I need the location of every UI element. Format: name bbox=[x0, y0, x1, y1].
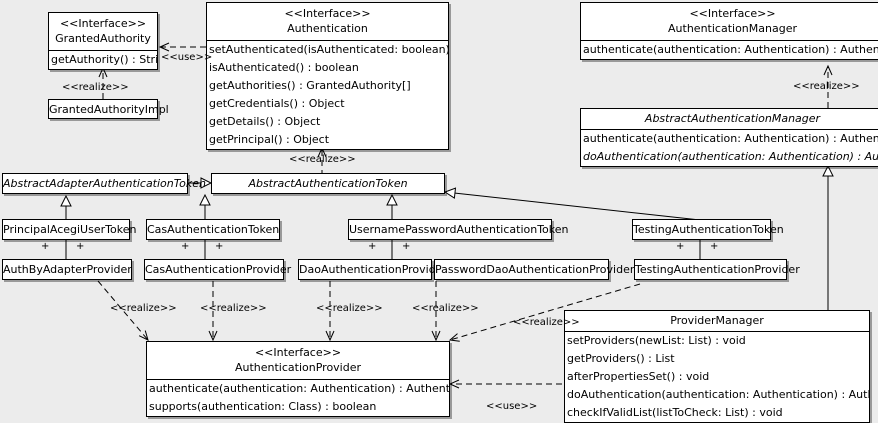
label-realize-abstract-authentication-manager: <<realize>> bbox=[793, 81, 860, 92]
operations-compartment: setAuthenticated(isAuthenticated: boolea… bbox=[207, 40, 448, 149]
multiplicity-marker: + bbox=[215, 241, 224, 252]
class-abstract-adapter-authentication-token[interactable]: AbstractAdapterAuthenticationToken bbox=[2, 173, 206, 194]
class-abstract-authentication-token[interactable]: AbstractAuthenticationToken bbox=[211, 173, 445, 194]
operation-row: setProviders(newList: List) : void bbox=[567, 334, 746, 347]
class-authentication-manager[interactable]: <<Interface>> AuthenticationManager auth… bbox=[580, 2, 878, 60]
stereotype-label: <<Interface>> bbox=[284, 7, 371, 20]
class-name: AuthenticationManager bbox=[668, 22, 797, 35]
operation-row: setAuthenticated(isAuthenticated: boolea… bbox=[209, 43, 448, 56]
multiplicity-marker: + bbox=[368, 241, 377, 252]
operation-row: checkIfValidList(listToCheck: List) : vo… bbox=[567, 406, 783, 419]
class-password-dao-authentication-provider[interactable]: PasswordDaoAuthenticationProvider bbox=[434, 259, 634, 280]
class-granted-authority[interactable]: <<Interface>> GrantedAuthority getAuthor… bbox=[48, 12, 158, 70]
operation-row: authenticate(authentication: Authenticat… bbox=[149, 382, 449, 395]
class-name: AbstractAuthenticationManager bbox=[644, 112, 821, 125]
class-username-password-authentication-token[interactable]: UsernamePasswordAuthenticationToken bbox=[348, 219, 569, 240]
operation-row: authenticate(authentication: Authenticat… bbox=[583, 132, 878, 145]
label-realize-auth-by-adapter-provider: <<realize>> bbox=[110, 303, 177, 314]
label-realize-cas-authentication-provider: <<realize>> bbox=[200, 303, 267, 314]
class-name: GrantedAuthority bbox=[55, 32, 151, 45]
class-cas-authentication-token[interactable]: CasAuthenticationToken bbox=[146, 219, 280, 240]
class-authentication-provider[interactable]: <<Interface>> AuthenticationProvider aut… bbox=[146, 341, 450, 417]
multiplicity-marker: + bbox=[402, 241, 411, 252]
operation-row: supports(authentication: Class) : boolea… bbox=[149, 400, 377, 413]
label-use-authentication-granted-authority: <<use>> bbox=[161, 52, 213, 63]
class-name: Authentication bbox=[287, 22, 368, 35]
operation-row: getAuthority() : String bbox=[51, 53, 157, 66]
label-realize-testing-authentication-provider: <<realize>> bbox=[513, 317, 580, 328]
class-testing-authentication-provider[interactable]: TestingAuthenticationProvider bbox=[634, 259, 800, 280]
operation-row: getDetails() : Object bbox=[209, 115, 321, 128]
operation-row: getPrincipal() : Object bbox=[209, 133, 330, 146]
operations-compartment: getAuthority() : String bbox=[49, 50, 157, 69]
operation-row: doAuthentication(authentication: Authent… bbox=[583, 150, 878, 163]
class-header: ProviderManager bbox=[565, 311, 869, 331]
label-realize-abstract-authentication-token: <<realize>> bbox=[289, 154, 356, 165]
class-header: <<Interface>> AuthenticationProvider bbox=[147, 342, 449, 379]
class-header: <<Interface>> AuthenticationManager bbox=[581, 3, 878, 40]
class-name: ProviderManager bbox=[670, 314, 764, 327]
class-granted-authority-impl[interactable]: GrantedAuthorityImpl bbox=[48, 99, 169, 119]
operation-row: authenticate(authentication: Authenticat… bbox=[583, 43, 878, 56]
class-provider-manager[interactable]: ProviderManager setProviders(newList: Li… bbox=[564, 310, 870, 423]
operation-row: getCredentials() : Object bbox=[209, 97, 345, 110]
class-testing-authentication-token[interactable]: TestingAuthenticationToken bbox=[632, 219, 784, 240]
stereotype-label: <<Interface>> bbox=[689, 7, 776, 20]
class-abstract-authentication-manager[interactable]: AbstractAuthenticationManager authentica… bbox=[580, 108, 878, 167]
label-realize-password-dao-authentication-provider: <<realize>> bbox=[412, 303, 479, 314]
operations-compartment: authenticate(authentication: Authenticat… bbox=[581, 40, 878, 59]
multiplicity-marker: + bbox=[41, 241, 50, 252]
label-realize-granted-authority-impl: <<realize>> bbox=[62, 82, 129, 93]
class-principal-acegi-user-token[interactable]: PrincipalAcegiUserToken bbox=[2, 219, 136, 240]
stereotype-label: <<Interface>> bbox=[254, 346, 342, 359]
class-authentication[interactable]: <<Interface>> Authentication setAuthenti… bbox=[206, 2, 449, 150]
class-header: <<Interface>> Authentication bbox=[207, 3, 448, 40]
label-use-provider-manager: <<use>> bbox=[486, 401, 538, 412]
class-auth-by-adapter-provider[interactable]: AuthByAdapterProvider bbox=[2, 259, 132, 280]
operation-row: getAuthorities() : GrantedAuthority[] bbox=[209, 79, 411, 92]
operations-compartment: authenticate(authentication: Authenticat… bbox=[147, 379, 449, 416]
multiplicity-marker: + bbox=[76, 241, 85, 252]
operation-row: isAuthenticated() : boolean bbox=[209, 61, 359, 74]
multiplicity-marker: + bbox=[676, 241, 685, 252]
operation-row: afterPropertiesSet() : void bbox=[567, 370, 710, 383]
operation-row: doAuthentication(authentication: Authent… bbox=[567, 388, 869, 401]
operation-row: getProviders() : List bbox=[567, 352, 675, 365]
multiplicity-marker: + bbox=[181, 241, 190, 252]
class-cas-authentication-provider[interactable]: CasAuthenticationProvider bbox=[144, 259, 291, 280]
label-realize-dao-authentication-provider: <<realize>> bbox=[316, 303, 383, 314]
stereotype-label: <<Interface>> bbox=[59, 17, 147, 30]
class-header: <<Interface>> GrantedAuthority bbox=[49, 13, 157, 50]
operations-compartment: authenticate(authentication: Authenticat… bbox=[581, 129, 878, 166]
operations-compartment: setProviders(newList: List) : void getPr… bbox=[565, 331, 869, 422]
class-name: AuthenticationProvider bbox=[234, 361, 362, 374]
class-dao-authentication-provider[interactable]: DaoAuthenticationProvider bbox=[298, 259, 447, 280]
class-header: AbstractAuthenticationManager bbox=[581, 109, 878, 129]
multiplicity-marker: + bbox=[710, 241, 719, 252]
